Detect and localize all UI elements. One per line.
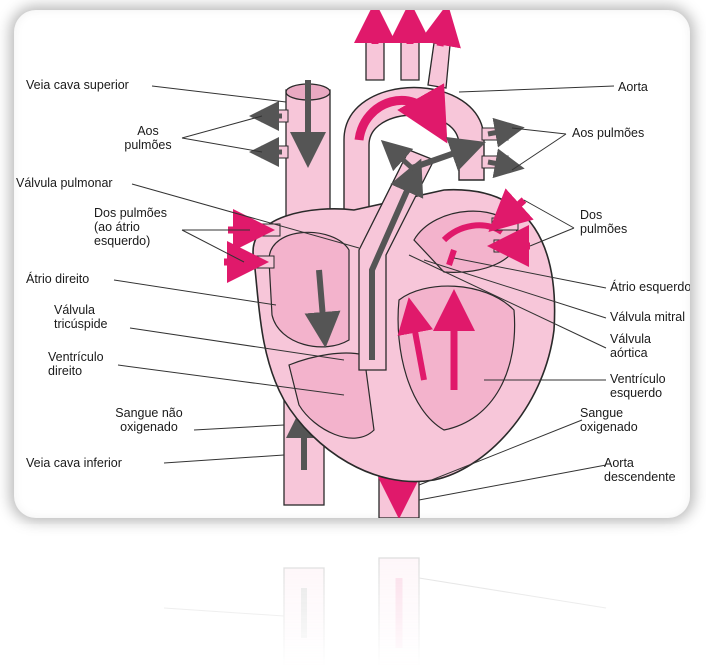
label-atrio-direito: Átrio direito	[26, 272, 89, 286]
label-ventriculo-direito: Ventrículo direito	[48, 350, 104, 378]
label-aorta-descendente-line1: Aorta	[604, 456, 676, 470]
label-valvula-pulmonar: Válvula pulmonar	[16, 176, 113, 190]
label-dos-pulmoes-right-line2: pulmões	[580, 222, 627, 236]
label-valvula-aortica-line1: Válvula	[610, 332, 651, 346]
label-aos-pulmoes-left-line1: Aos	[114, 124, 182, 138]
card-reflection	[14, 524, 690, 668]
label-dos-pulmoes-right: Dos pulmões	[580, 208, 627, 236]
label-valvula-aortica: Válvula aórtica	[610, 332, 651, 360]
label-aos-pulmoes-right: Aos pulmões	[572, 126, 644, 140]
label-ventriculo-esquerdo: Ventrículo esquerdo	[610, 372, 666, 400]
label-aorta-descendente-line2: descendente	[604, 470, 676, 484]
label-dos-pulmoes-right-line1: Dos	[580, 208, 627, 222]
label-valvula-mitral: Válvula mitral	[610, 310, 685, 324]
label-dos-pulmoes-left: Dos pulmões (ao átrio esquerdo)	[94, 206, 167, 248]
aorta-branches	[366, 22, 450, 88]
label-aos-pulmoes-left: Aos pulmões	[114, 124, 182, 152]
label-ventriculo-esquerdo-line2: esquerdo	[610, 386, 666, 400]
label-ventriculo-direito-line1: Ventrículo	[48, 350, 104, 364]
label-sangue-oxigenado-line2: oxigenado	[580, 420, 638, 434]
label-ventriculo-direito-line2: direito	[48, 364, 104, 378]
label-sangue-nao-oxigenado-line1: Sangue não	[106, 406, 192, 420]
label-dos-pulmoes-left-line1: Dos pulmões	[94, 206, 167, 220]
label-aorta: Aorta	[618, 80, 648, 94]
label-dos-pulmoes-left-line2: (ao átrio	[94, 220, 167, 234]
label-aos-pulmoes-left-line2: pulmões	[114, 138, 182, 152]
label-valvula-aortica-line2: aórtica	[610, 346, 651, 360]
label-sangue-nao-oxigenado: Sangue não oxigenado	[106, 406, 192, 434]
label-valvula-tricuspide: Válvula tricúspide	[54, 303, 108, 331]
label-veia-cava-superior: Veia cava superior	[26, 78, 129, 92]
label-sangue-nao-oxigenado-line2: oxigenado	[106, 420, 192, 434]
label-dos-pulmoes-left-line3: esquerdo)	[94, 234, 167, 248]
right-atrium	[269, 232, 349, 347]
label-valvula-tricuspide-line1: Válvula	[54, 303, 108, 317]
label-ventriculo-esquerdo-line1: Ventrículo	[610, 372, 666, 386]
label-veia-cava-inferior: Veia cava inferior	[26, 456, 122, 470]
heart-diagram-card: Veia cava superior Aos pulmões Válvula p…	[14, 10, 690, 518]
label-sangue-oxigenado-line1: Sangue	[580, 406, 638, 420]
label-valvula-tricuspide-line2: tricúspide	[54, 317, 108, 331]
label-atrio-esquerdo: Átrio esquerdo	[610, 280, 690, 294]
label-aorta-descendente: Aorta descendente	[604, 456, 676, 484]
label-sangue-oxigenado: Sangue oxigenado	[580, 406, 638, 434]
